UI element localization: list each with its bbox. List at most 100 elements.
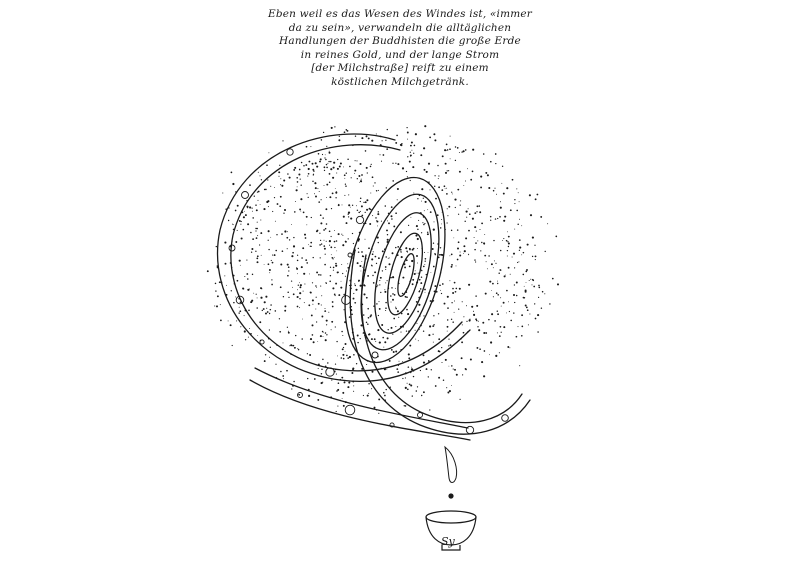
stipple-dot — [386, 148, 389, 150]
stipple-dot — [305, 164, 308, 166]
stipple-dot — [345, 129, 348, 131]
stipple-dot — [434, 285, 437, 288]
stipple-dot — [361, 137, 364, 140]
stipple-dot — [302, 318, 304, 320]
stipple-dot — [259, 175, 261, 177]
stipple-dot — [340, 286, 343, 289]
bubble — [501, 414, 509, 422]
stipple-dot — [345, 172, 348, 174]
stipple-dot — [328, 160, 330, 163]
stipple-dot — [409, 248, 411, 251]
stipple-dot — [232, 224, 234, 226]
stipple-dot — [510, 319, 513, 322]
stipple-dot — [369, 208, 372, 211]
stipple-dot — [297, 284, 299, 286]
stipple-dot — [319, 239, 322, 242]
stipple-dot — [454, 290, 457, 293]
stipple-dot — [385, 388, 387, 391]
stipple-dot — [324, 227, 327, 230]
stipple-dot — [335, 197, 337, 199]
stipple-dot — [417, 340, 419, 342]
stipple-dot — [341, 330, 343, 333]
stipple-dot — [411, 149, 413, 151]
stipple-dot — [474, 248, 476, 251]
stipple-dot — [333, 240, 336, 243]
stipple-dot — [259, 204, 261, 205]
stipple-dot — [437, 313, 440, 315]
stipple-dot — [357, 239, 360, 242]
stipple-dot — [231, 223, 233, 225]
stipple-dot — [407, 366, 410, 368]
stipple-dot — [518, 201, 520, 203]
stipple-dot — [303, 272, 306, 275]
stipple-dot — [240, 326, 242, 328]
stipple-dot — [420, 154, 423, 157]
stipple-dot — [409, 179, 411, 182]
stipple-dot — [342, 234, 344, 236]
stipple-dot — [432, 325, 435, 328]
stipple-dot — [312, 341, 315, 344]
stipple-dot — [249, 206, 252, 209]
stipple-dot — [206, 270, 209, 273]
stipple-dot — [441, 219, 443, 220]
stipple-dot — [252, 238, 255, 241]
stipple-dot — [495, 162, 497, 165]
stipple-dot — [537, 331, 539, 333]
stipple-dot — [427, 376, 429, 378]
stipple-dot — [395, 246, 397, 249]
stipple-dot — [334, 246, 336, 249]
stipple-dot — [474, 212, 477, 215]
stipple-dot — [513, 312, 515, 314]
stipple-dot — [423, 210, 425, 212]
bubble — [344, 404, 356, 416]
stipple-dot — [274, 186, 276, 188]
stipple-dot — [283, 212, 285, 214]
caption-line-1: Eben weil es das Wesen des Windes ist, «… — [267, 8, 533, 20]
stipple-dot — [517, 223, 519, 225]
stipple-dot — [307, 377, 309, 380]
stipple-dot — [377, 211, 380, 213]
stipple-dot — [378, 341, 381, 344]
stipple-dot — [337, 388, 340, 391]
stipple-dot — [317, 341, 319, 342]
stipple-dot — [251, 299, 254, 302]
stipple-dot — [468, 253, 470, 255]
stipple-dot — [518, 239, 521, 241]
stipple-dot — [332, 166, 335, 169]
stipple-dot — [314, 193, 315, 195]
stipple-dot — [381, 324, 384, 326]
stipple-dot — [325, 163, 328, 166]
stipple-dot — [310, 216, 312, 219]
stipple-dot — [265, 295, 268, 298]
stipple-dot — [410, 384, 413, 387]
stipple-dot — [463, 245, 466, 248]
stipple-dot — [226, 284, 227, 286]
stipple-dot — [359, 210, 361, 212]
stipple-dot — [479, 348, 481, 351]
stipple-dot — [377, 314, 380, 317]
stipple-dot — [281, 233, 283, 235]
stipple-dot — [360, 205, 363, 208]
stipple-dot — [304, 237, 307, 239]
stipple-dot — [240, 223, 242, 225]
stipple-dot — [348, 316, 351, 318]
stipple-dot — [296, 267, 297, 269]
bubble — [228, 244, 236, 252]
stipple-dot — [540, 307, 543, 309]
stipple-dot — [357, 251, 360, 253]
stipple-dot — [370, 163, 372, 165]
stipple-dot — [302, 247, 305, 250]
stipple-dot — [457, 241, 460, 244]
stipple-dot — [448, 205, 451, 208]
stipple-dot — [448, 345, 450, 347]
stipple-dot — [392, 180, 395, 182]
stipple-dot — [292, 245, 296, 248]
stipple-dot — [475, 295, 477, 297]
stipple-dot — [299, 307, 301, 309]
stipple-dot — [341, 348, 344, 351]
stipple-dot — [243, 315, 245, 317]
stipple-dot — [257, 335, 259, 336]
stipple-dot — [343, 131, 346, 134]
stipple-dot — [317, 398, 320, 401]
stipple-dot — [298, 393, 300, 396]
